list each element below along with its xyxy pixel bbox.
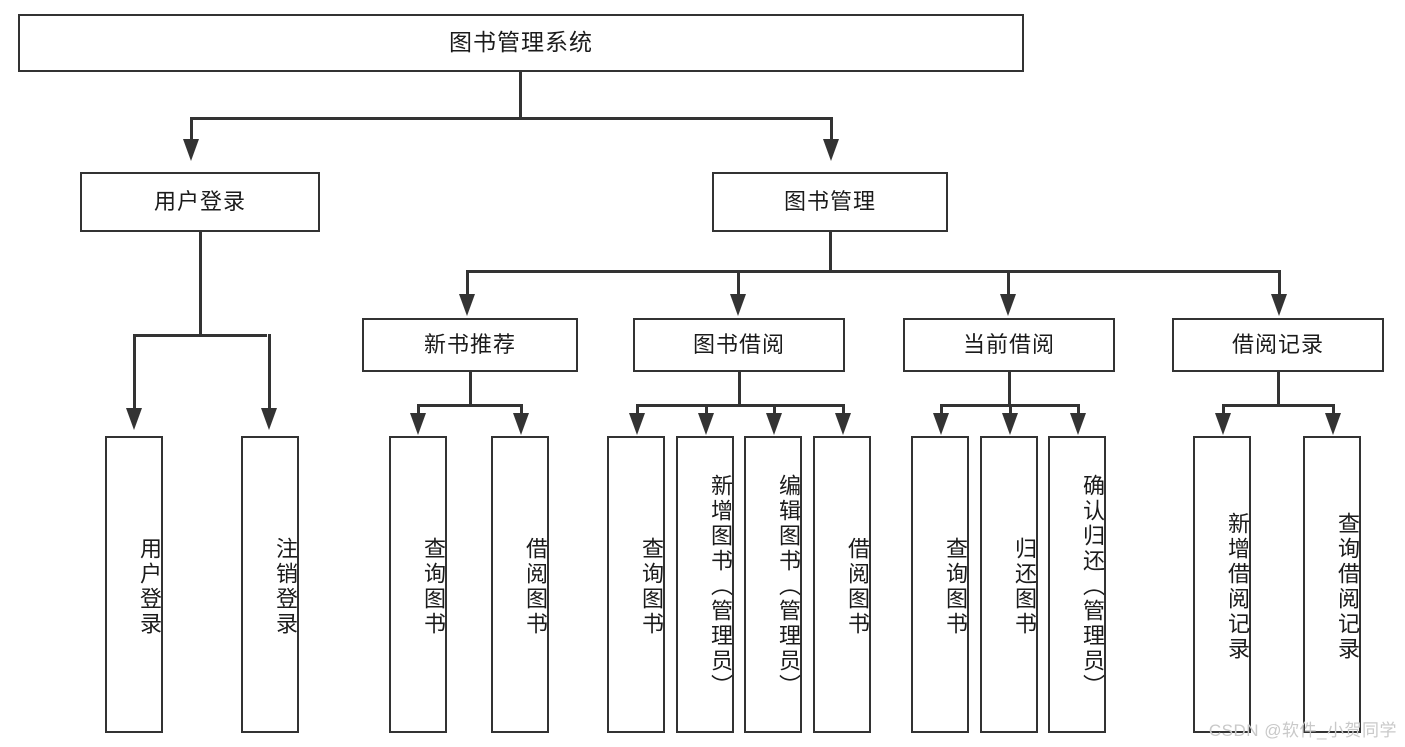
leaf-query-book-borrow[interactable]: 查询图书 (607, 436, 665, 733)
leaf-add-borrow-record[interactable]: 新增借阅记录 (1193, 436, 1251, 733)
arrow-user-login-to-leaf-2 (261, 408, 277, 430)
arrow-bookborrow-to-leaf-1 (629, 413, 645, 435)
arrow-records-to-leaf-2 (1325, 413, 1341, 435)
arrow-bm-to-records (1271, 294, 1287, 316)
node-label: 借阅图书 (845, 536, 870, 637)
connector-currentborrow-to-leaf-2 (1009, 404, 1012, 416)
leaf-logout[interactable]: 注销登录 (241, 436, 299, 733)
arrow-currentborrow-to-leaf-1 (933, 413, 949, 435)
node-current-borrow[interactable]: 当前借阅 (903, 318, 1115, 372)
node-label: 查询图书 (639, 536, 664, 637)
connector-bookborrow-to-leaf-4 (842, 404, 845, 416)
connector-bookborrow-to-leaf-1 (636, 404, 639, 416)
arrow-bookborrow-to-leaf-2 (698, 413, 714, 435)
connector-bm-to-records (1278, 270, 1281, 295)
node-label: 新增借阅记录 (1225, 511, 1250, 662)
node-label: 查询图书 (943, 536, 968, 637)
connector-user-login-to-leaf-2 (268, 334, 271, 409)
connector-newbook-to-leaf-1 (417, 404, 420, 416)
connector-user-login-to-leaf-1 (133, 334, 136, 409)
connector-user-login-bar (133, 334, 267, 337)
connector-bm-to-current (1007, 270, 1010, 295)
node-label: 注销登录 (273, 536, 298, 637)
arrow-records-to-leaf-1 (1215, 413, 1231, 435)
connector-bm-to-new-book (466, 270, 469, 295)
node-label: 用户登录 (153, 188, 246, 214)
connector-newbook-to-leaf-2 (520, 404, 523, 416)
node-label: 借阅图书 (523, 536, 548, 637)
node-label: 查询借阅记录 (1335, 511, 1360, 662)
connector-newbook-bar (417, 404, 522, 407)
arrow-bm-to-new-book (459, 294, 475, 316)
connector-newbook-stem (469, 372, 472, 406)
arrow-user-login-to-leaf-1 (126, 408, 142, 430)
connector-root-to-user-login (190, 117, 193, 141)
connector-root-bar (190, 117, 832, 120)
connector-bookborrow-to-leaf-2 (705, 404, 708, 416)
node-label: 查询图书 (421, 536, 446, 637)
node-label: 图书管理系统 (449, 29, 593, 56)
node-label: 用户登录 (137, 536, 162, 637)
arrow-bm-to-borrow (730, 294, 746, 316)
arrow-root-to-book-management (823, 139, 839, 161)
leaf-user-login[interactable]: 用户登录 (105, 436, 163, 733)
node-label: 图书管理 (783, 188, 876, 214)
node-borrow-records[interactable]: 借阅记录 (1172, 318, 1384, 372)
node-label: 新增图书（管理员） (708, 474, 733, 699)
node-label: 当前借阅 (962, 331, 1055, 357)
csdn-watermark: CSDN @软件_小贺同学 (1208, 721, 1397, 740)
node-root-book-management-system[interactable]: 图书管理系统 (18, 14, 1024, 72)
node-label: 图书借阅 (692, 331, 785, 357)
leaf-query-book-newbook[interactable]: 查询图书 (389, 436, 447, 733)
arrow-root-to-user-login (183, 139, 199, 161)
connector-records-bar (1222, 404, 1334, 407)
connector-records-stem (1277, 372, 1280, 406)
connector-root-stem (519, 72, 522, 118)
node-label: 借阅记录 (1231, 331, 1324, 357)
leaf-confirm-return-admin[interactable]: 确认归还（管理员） (1048, 436, 1106, 733)
arrow-bookborrow-to-leaf-4 (835, 413, 851, 435)
arrow-newbook-to-leaf-2 (513, 413, 529, 435)
connector-user-login-stem (199, 232, 202, 336)
leaf-borrow-book-newbook[interactable]: 借阅图书 (491, 436, 549, 733)
connector-book-management-stem (829, 232, 832, 272)
connector-records-to-leaf-2 (1332, 404, 1335, 416)
connector-currentborrow-to-leaf-3 (1077, 404, 1080, 416)
connector-bookborrow-to-leaf-3 (773, 404, 776, 416)
connector-bm-to-borrow (737, 270, 740, 295)
connector-currentborrow-to-leaf-1 (940, 404, 943, 416)
connector-book-management-bar (466, 270, 1278, 273)
node-book-management[interactable]: 图书管理 (712, 172, 948, 232)
connector-records-to-leaf-1 (1222, 404, 1225, 416)
node-label: 归还图书 (1012, 536, 1037, 637)
leaf-add-book-admin[interactable]: 新增图书（管理员） (676, 436, 734, 733)
connector-bookborrow-stem (738, 372, 741, 406)
node-new-book-recommend[interactable]: 新书推荐 (362, 318, 578, 372)
node-user-login[interactable]: 用户登录 (80, 172, 320, 232)
node-label: 新书推荐 (423, 331, 516, 357)
node-book-borrow[interactable]: 图书借阅 (633, 318, 845, 372)
leaf-return-book[interactable]: 归还图书 (980, 436, 1038, 733)
node-label: 编辑图书（管理员） (776, 474, 801, 699)
node-label: 确认归还（管理员） (1080, 474, 1105, 699)
arrow-currentborrow-to-leaf-2 (1002, 413, 1018, 435)
arrow-bookborrow-to-leaf-3 (766, 413, 782, 435)
connector-currentborrow-stem (1008, 372, 1011, 406)
arrow-bm-to-current (1000, 294, 1016, 316)
leaf-edit-book-admin[interactable]: 编辑图书（管理员） (744, 436, 802, 733)
leaf-query-book-current[interactable]: 查询图书 (911, 436, 969, 733)
arrow-currentborrow-to-leaf-3 (1070, 413, 1086, 435)
connector-bookborrow-bar (636, 404, 844, 407)
arrow-newbook-to-leaf-1 (410, 413, 426, 435)
leaf-borrow-book[interactable]: 借阅图书 (813, 436, 871, 733)
connector-root-to-book-management (830, 117, 833, 141)
leaf-query-borrow-record[interactable]: 查询借阅记录 (1303, 436, 1361, 733)
